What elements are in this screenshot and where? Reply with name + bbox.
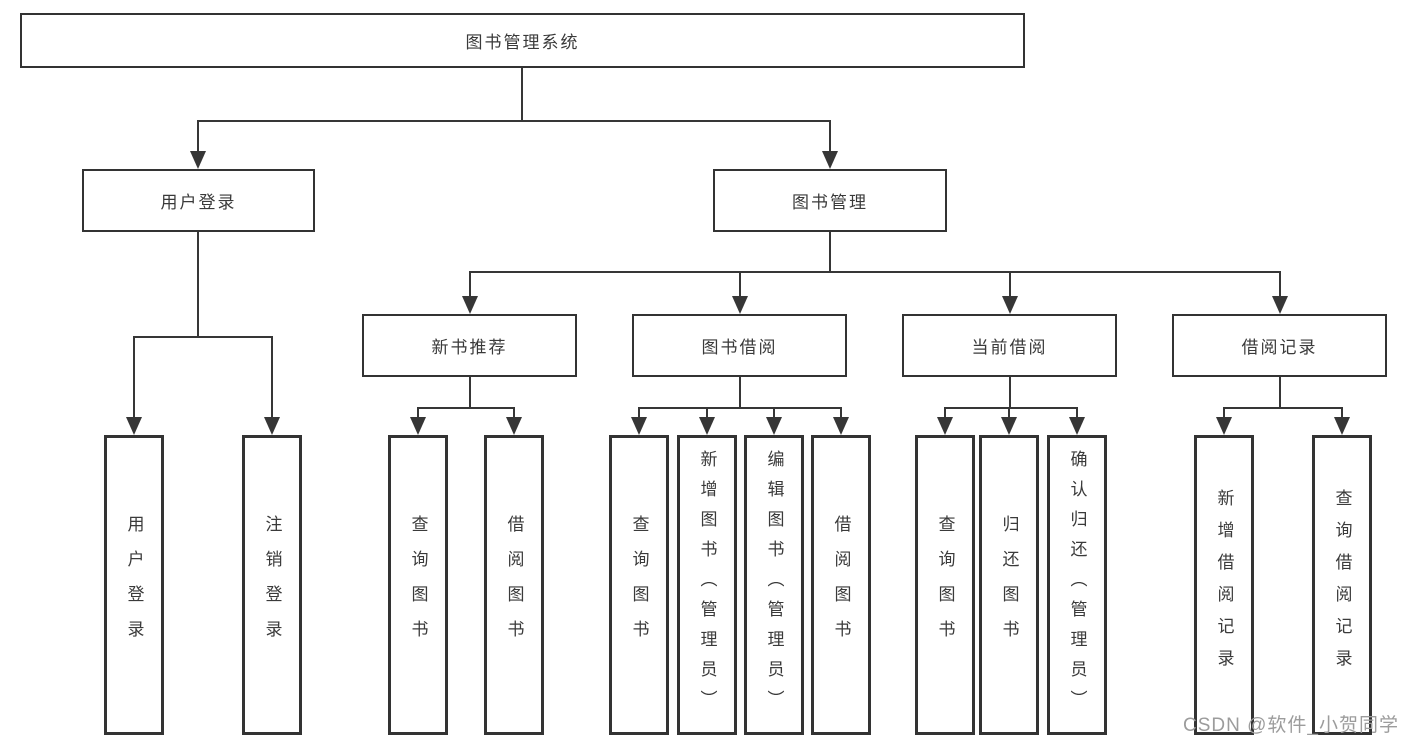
connector-line (469, 377, 471, 409)
connector-line (469, 271, 471, 299)
arrow-down-icon (126, 417, 142, 435)
leaf-edit-books-admin: 编辑图书（管理员） (744, 435, 804, 735)
connector-line (513, 407, 515, 420)
node-label: 图书借阅 (701, 338, 778, 357)
leaf-borrow-books-bb: 借阅图书 (811, 435, 871, 735)
node-label: 用户登录 (160, 193, 237, 212)
leaf-logout: 注销登录 (242, 435, 302, 735)
arrow-down-icon (732, 296, 748, 314)
arrow-down-icon (264, 417, 280, 435)
connector-line (197, 120, 199, 153)
node-label: 注销登录 (262, 515, 282, 655)
node-label: 查询图书 (408, 515, 428, 655)
arrow-down-icon (766, 417, 782, 435)
arrow-down-icon (1216, 417, 1232, 435)
connector-line (1223, 407, 1343, 409)
node-label: 新增借阅记录 (1214, 489, 1234, 681)
connector-line (1223, 407, 1225, 420)
connector-line (197, 232, 199, 338)
connector-line (829, 120, 831, 153)
arrow-down-icon (190, 151, 206, 169)
arrow-down-icon (833, 417, 849, 435)
connector-line (521, 68, 523, 122)
node-label: 当前借阅 (971, 338, 1048, 357)
connector-line (1008, 407, 1010, 420)
connector-line (469, 271, 1281, 273)
connector-line (840, 407, 842, 420)
arrow-down-icon (822, 151, 838, 169)
node-label: 用户登录 (124, 515, 144, 655)
node-label: 借阅图书 (831, 515, 851, 655)
node-new-book-recommend: 新书推荐 (362, 314, 577, 377)
connector-line (739, 377, 741, 409)
node-label: 借阅图书 (504, 515, 524, 655)
node-user-login: 用户登录 (82, 169, 315, 232)
arrow-down-icon (1002, 296, 1018, 314)
connector-line (944, 407, 946, 420)
connector-line (773, 407, 775, 420)
arrow-down-icon (1334, 417, 1350, 435)
arrow-down-icon (1272, 296, 1288, 314)
connector-line (1009, 377, 1011, 409)
leaf-borrow-books-nb: 借阅图书 (484, 435, 544, 735)
leaf-query-books-cb: 查询图书 (915, 435, 975, 735)
arrow-down-icon (699, 417, 715, 435)
leaf-query-borrow-record: 查询借阅记录 (1312, 435, 1372, 735)
connector-line (133, 336, 273, 338)
node-label: 查询图书 (629, 515, 649, 655)
arrow-down-icon (506, 417, 522, 435)
node-book-borrowing: 图书借阅 (632, 314, 847, 377)
csdn-watermark: CSDN @软件_小贺同学 (1183, 715, 1399, 736)
connector-line (1279, 377, 1281, 409)
node-label: 新书推荐 (431, 338, 508, 357)
leaf-add-borrow-record: 新增借阅记录 (1194, 435, 1254, 735)
connector-line (417, 407, 419, 420)
leaf-add-books-admin: 新增图书（管理员） (677, 435, 737, 735)
node-label: 新增图书（管理员） (697, 450, 717, 720)
connector-line (739, 271, 741, 299)
node-label: 查询借阅记录 (1332, 489, 1352, 681)
connector-line (271, 336, 273, 420)
node-label: 借阅记录 (1241, 338, 1318, 357)
connector-line (1341, 407, 1343, 420)
arrow-down-icon (1001, 417, 1017, 435)
connector-line (706, 407, 708, 420)
arrow-down-icon (631, 417, 647, 435)
leaf-confirm-return-admin: 确认归还（管理员） (1047, 435, 1107, 735)
connector-line (133, 336, 135, 420)
connector-line (1279, 271, 1281, 299)
node-label: 图书管理 (792, 193, 868, 212)
node-label: 编辑图书（管理员） (764, 450, 784, 720)
connector-line (638, 407, 640, 420)
leaf-user-login: 用户登录 (104, 435, 164, 735)
leaf-query-books-nb: 查询图书 (388, 435, 448, 735)
arrow-down-icon (937, 417, 953, 435)
node-current-borrowing: 当前借阅 (902, 314, 1117, 377)
connector-line (829, 232, 831, 273)
leaf-query-books-bb: 查询图书 (609, 435, 669, 735)
connector-line (417, 407, 515, 409)
connector-line (1076, 407, 1078, 420)
node-label: 图书管理系统 (465, 33, 580, 52)
arrow-down-icon (410, 417, 426, 435)
connector-line (197, 120, 831, 122)
leaf-return-books: 归还图书 (979, 435, 1039, 735)
node-label: 查询图书 (935, 515, 955, 655)
connector-line (944, 407, 1078, 409)
arrow-down-icon (1069, 417, 1085, 435)
node-book-management-system: 图书管理系统 (20, 13, 1025, 68)
node-borrowing-records: 借阅记录 (1172, 314, 1387, 377)
connector-line (1009, 271, 1011, 299)
node-book-management: 图书管理 (713, 169, 947, 232)
connector-line (638, 407, 842, 409)
node-label: 归还图书 (999, 515, 1019, 655)
arrow-down-icon (462, 296, 478, 314)
node-label: 确认归还（管理员） (1067, 450, 1087, 720)
